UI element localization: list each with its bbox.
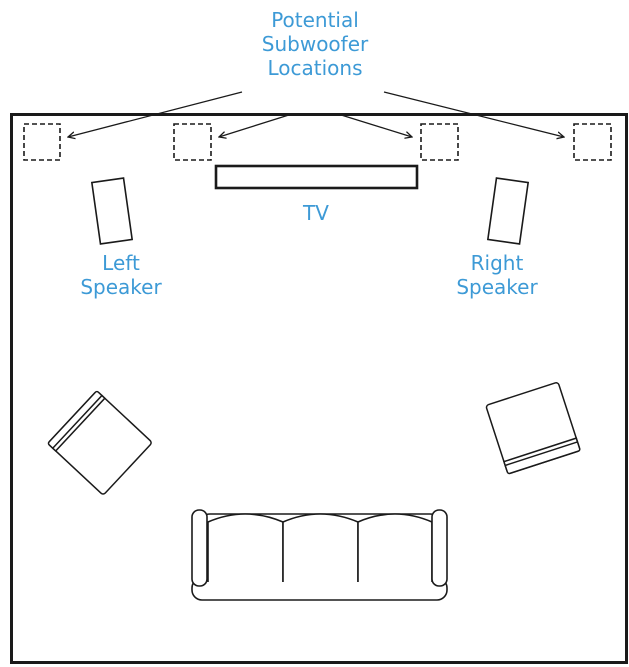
subwoofer-label-line-2: Subwoofer — [261, 32, 369, 56]
sofa-cushion-right — [357, 513, 433, 582]
left-armchair — [47, 390, 152, 495]
left-speaker-shape — [90, 177, 134, 245]
subwoofer-label-line-1: Potential — [271, 8, 359, 32]
arrow-to-location-2 — [219, 113, 293, 137]
subwoofer-label-line-3: Locations — [267, 56, 363, 80]
subwoofer-location-4 — [573, 123, 612, 161]
subwoofer-location-2 — [173, 123, 212, 161]
right-speaker-label: Right Speaker — [442, 251, 552, 299]
tv-label: TV — [303, 201, 329, 225]
subwoofer-locations — [23, 123, 612, 161]
right-armchair — [485, 382, 581, 475]
arrow-to-location-1 — [68, 91, 243, 137]
sofa-cushion-middle — [282, 513, 359, 582]
right-speaker-label-line-1: Right — [470, 251, 524, 275]
sofa-arm-left — [191, 509, 208, 587]
arrow-to-location-3 — [337, 113, 412, 137]
right-speaker-shape — [486, 177, 530, 245]
subwoofer-location-1 — [23, 123, 61, 161]
sofa — [191, 509, 448, 601]
room-wall — [10, 113, 628, 664]
subwoofer-arrows — [68, 91, 564, 137]
left-speaker-label-line-1: Left — [102, 251, 140, 275]
subwoofer-location-3 — [420, 123, 459, 161]
subwoofer-locations-label: Potential Subwoofer Locations — [220, 8, 410, 80]
arrow-to-location-4 — [383, 91, 564, 137]
sofa-arm-right — [431, 509, 448, 587]
tv-shape — [214, 164, 419, 190]
left-speaker-label-line-2: Speaker — [80, 275, 162, 299]
right-speaker-label-line-2: Speaker — [456, 275, 538, 299]
sofa-cushion-left — [207, 513, 284, 582]
left-speaker-label: Left Speaker — [66, 251, 176, 299]
